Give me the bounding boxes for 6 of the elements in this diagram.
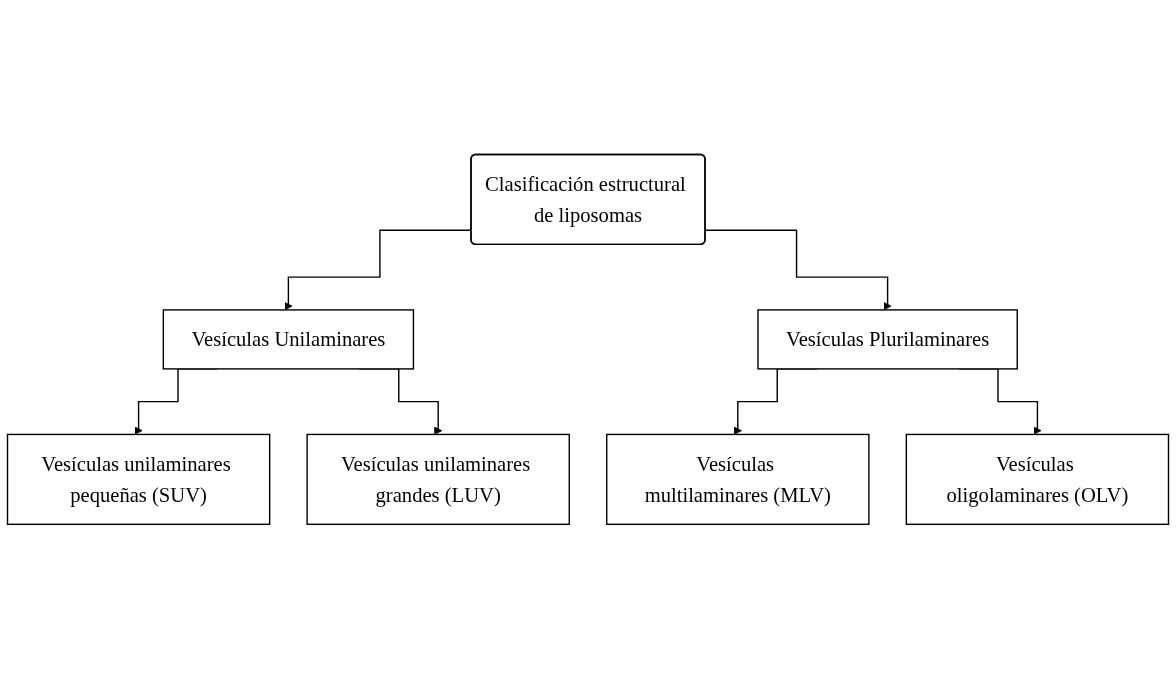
node-box: Vesículas Plurilaminares xyxy=(757,309,1018,370)
node-box: Vesículas multilaminares (MLV) xyxy=(606,433,870,526)
node-box: Vesículas unilaminares grandes (LUV) xyxy=(306,433,570,526)
node-box: Vesículas oligolaminares (OLV) xyxy=(905,433,1170,526)
node-box: Vesículas Unilaminares xyxy=(162,309,415,370)
node-box: Vesículas unilaminares pequeñas (SUV) xyxy=(6,433,271,526)
